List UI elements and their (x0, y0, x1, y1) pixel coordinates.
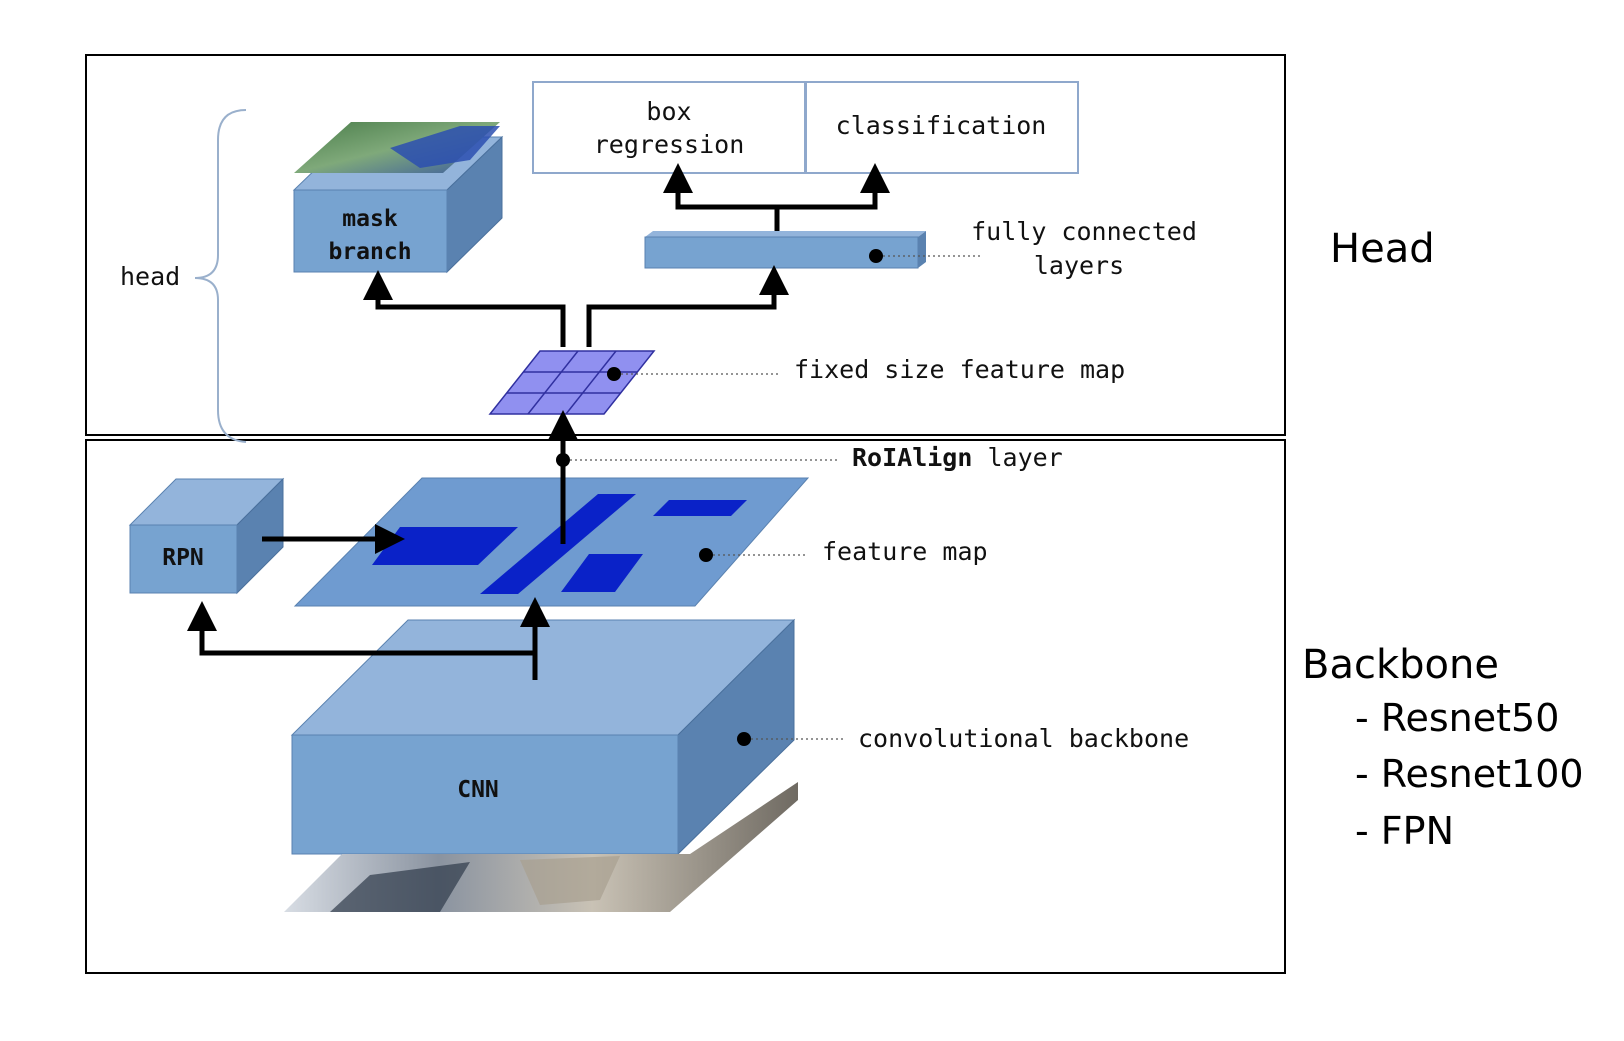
backbone-pointer-dot (737, 732, 751, 746)
arrow-cnn-to-rpn (187, 601, 535, 656)
rpn-block (128, 477, 285, 595)
backbone-title: Backbone (1302, 642, 1499, 688)
backbone-section-frame (85, 439, 1286, 974)
feature-map-plane (293, 477, 810, 607)
convolutional-backbone-label: convolutional backbone (858, 724, 1189, 753)
roialign-label-bold: RoIAlign (852, 443, 972, 472)
backbone-option-resnet100: - Resnet100 (1355, 752, 1584, 796)
mask-branch-label-line1: mask (342, 206, 398, 232)
cnn-label: CNN (457, 777, 499, 803)
fixed-map-pointer-dot (607, 367, 621, 381)
classification-box (805, 81, 1079, 174)
arrow-to-fc-layers (586, 265, 789, 347)
classification-label: classification (836, 111, 1047, 140)
arrow-to-box-regression (663, 163, 780, 237)
head-brace (194, 109, 247, 443)
fc-pointer-dot (869, 249, 883, 263)
box-regression-label-line2: regression (594, 130, 745, 159)
head-brace-label: head (120, 262, 180, 291)
roi-region-3 (561, 554, 643, 592)
roi-region-2 (480, 494, 636, 594)
backbone-option-resnet50: - Resnet50 (1355, 696, 1560, 740)
roialign-pointer-dot (556, 453, 570, 467)
rpn-label: RPN (162, 545, 204, 571)
feature-map-pointer-dot (699, 548, 713, 562)
fixed-size-feature-map-label: fixed size feature map (794, 355, 1125, 384)
box-regression-label-line1: box (646, 97, 691, 126)
head-section-frame (85, 54, 1286, 436)
roi-region-4 (653, 500, 747, 516)
backbone-option-fpn: - FPN (1355, 809, 1454, 853)
roialign-label-rest: layer (972, 443, 1062, 472)
cnn-backbone-block (290, 618, 796, 856)
feature-map-label: feature map (822, 537, 988, 566)
box-regression-box (532, 81, 806, 174)
mask-branch-label-line2: branch (328, 239, 411, 265)
mask-branch-block (292, 122, 504, 274)
arrow-to-classification (777, 163, 890, 210)
fc-label-line1: fully connected (971, 217, 1197, 246)
head-title: Head (1330, 226, 1435, 272)
fixed-size-feature-map (488, 350, 656, 415)
roi-region-1 (372, 527, 518, 565)
fully-connected-layers-block (644, 231, 926, 269)
fc-label-line2: layers (1034, 251, 1124, 280)
arrow-to-mask-branch (363, 270, 566, 347)
roialign-label: RoIAlign layer (852, 443, 1063, 472)
input-image (284, 782, 798, 912)
